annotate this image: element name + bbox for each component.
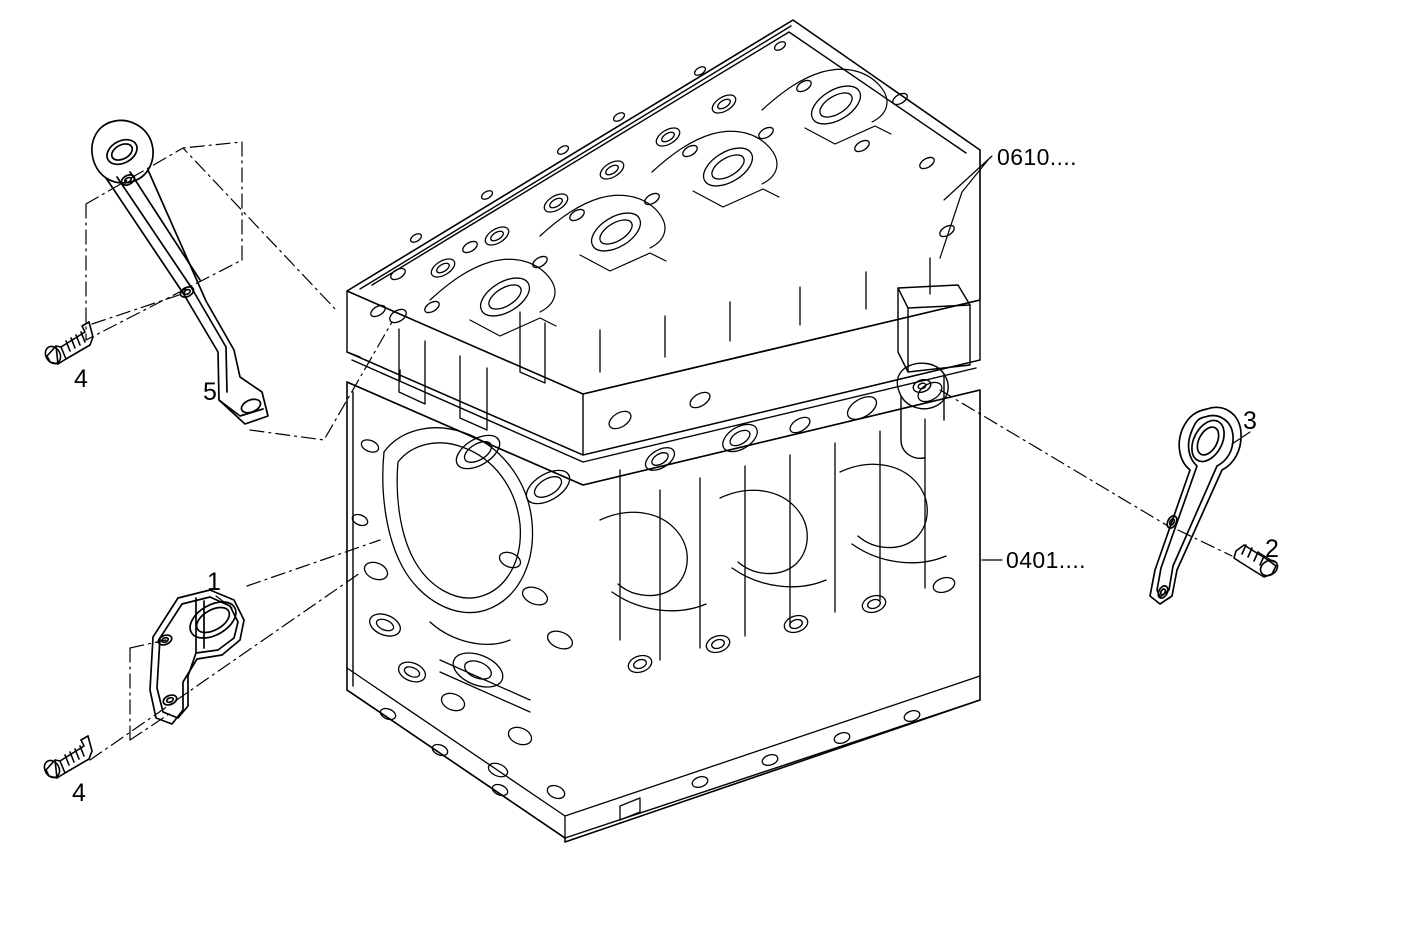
callout-4-upper: 4 (74, 365, 88, 393)
part-5-long-lifting-strap (91, 119, 269, 425)
label-leaders (939, 159, 1003, 561)
callout-5: 5 (203, 378, 217, 406)
callout-3: 3 (1243, 407, 1257, 435)
part-2-bolt (1233, 544, 1279, 578)
callout-1: 1 (207, 568, 221, 596)
leader-lines (85, 141, 1233, 761)
reference-label-0401: 0401.... (1006, 547, 1086, 573)
callout-leaders (215, 431, 1275, 609)
part-3-rear-lifting-bracket (1149, 406, 1242, 605)
part-1-front-lifting-bracket (149, 589, 245, 725)
part-4-bolt-lower (43, 735, 93, 779)
part-4-bolt-upper (44, 321, 94, 365)
callout-4-lower: 4 (72, 779, 86, 807)
reference-label-0610: 0610.... (997, 144, 1077, 170)
callout-2: 2 (1265, 535, 1279, 563)
cylinder-block (346, 284, 981, 843)
